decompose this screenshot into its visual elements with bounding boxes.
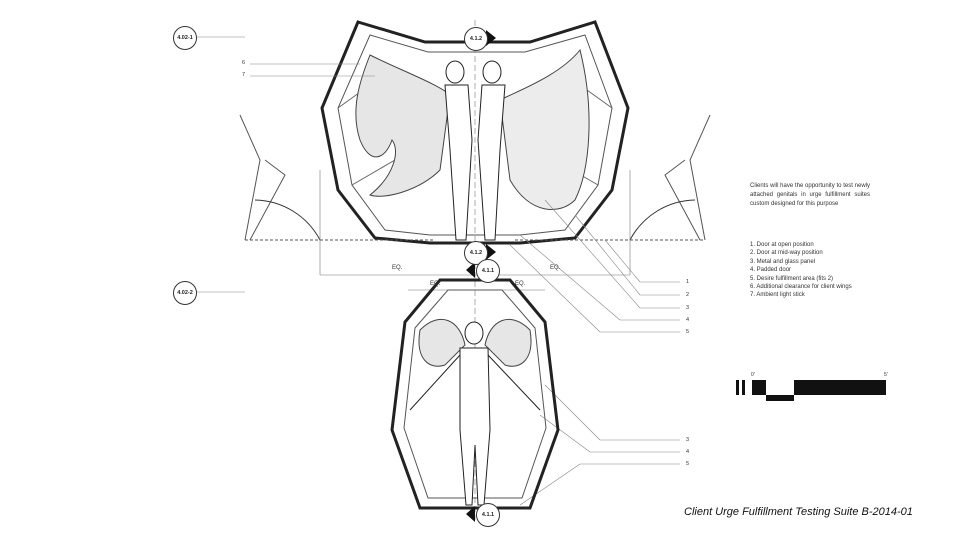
right-door-swings <box>515 114 711 241</box>
elevation-tag: 4.1.1 <box>476 259 500 283</box>
lower-suite-shell <box>390 278 560 510</box>
elevation-tag: 4.1.1 <box>476 503 500 527</box>
legend-item: 6. Additional clearance for client wings <box>750 284 852 291</box>
callout-number: 4 <box>686 317 690 323</box>
elevation-arrows <box>466 30 496 522</box>
legend-item: 3. Metal and glass panel <box>750 258 816 265</box>
right-wing-dotted <box>499 48 590 211</box>
callout-number: 3 <box>686 305 690 311</box>
legend-item: 4. Padded door <box>750 267 792 274</box>
dimension-label: EQ. <box>392 265 403 271</box>
scale-bar <box>736 380 886 401</box>
figure-pair-upper <box>444 60 506 241</box>
callout-number: 2 <box>686 292 690 298</box>
description-text: Clients will have the opportunity to tes… <box>750 183 870 207</box>
section-tag: 4.02-1 <box>173 26 197 50</box>
legend-list: 1. Door at open position 2. Door at mid-… <box>750 241 852 300</box>
dimension-label: EQ. <box>515 281 526 287</box>
callout-number: 4 <box>686 449 690 455</box>
callout-number: 3 <box>686 437 690 443</box>
section-tag: 4.02-2 <box>173 281 197 305</box>
callout-number: 1 <box>686 279 690 285</box>
callout-number: 5 <box>686 329 690 335</box>
dimension-label: EQ. <box>430 281 441 287</box>
callout-number: 5 <box>686 461 690 467</box>
left-wing-hatched <box>355 54 451 197</box>
left-door-swings <box>239 114 435 241</box>
legend-item: 5. Desire fulfillment area (fits 2) <box>750 275 834 282</box>
legend-item: 2. Door at mid-way position <box>750 250 823 257</box>
dimension-label: EQ. <box>550 265 561 271</box>
callout-number: 7 <box>242 72 246 78</box>
legend-item: 1. Door at open position <box>750 242 814 248</box>
legend-item: 7. Ambient light stick <box>750 292 805 299</box>
callout-number: 6 <box>242 60 246 66</box>
drawing-title: Client Urge Fulfillment Testing Suite B-… <box>684 506 913 518</box>
scale-start-label: 0' <box>751 372 755 378</box>
figure-lower <box>409 321 541 506</box>
lower-wings <box>418 318 532 367</box>
scale-end-label: 5' <box>884 372 888 378</box>
elevation-tag: 4.1.2 <box>464 27 488 51</box>
